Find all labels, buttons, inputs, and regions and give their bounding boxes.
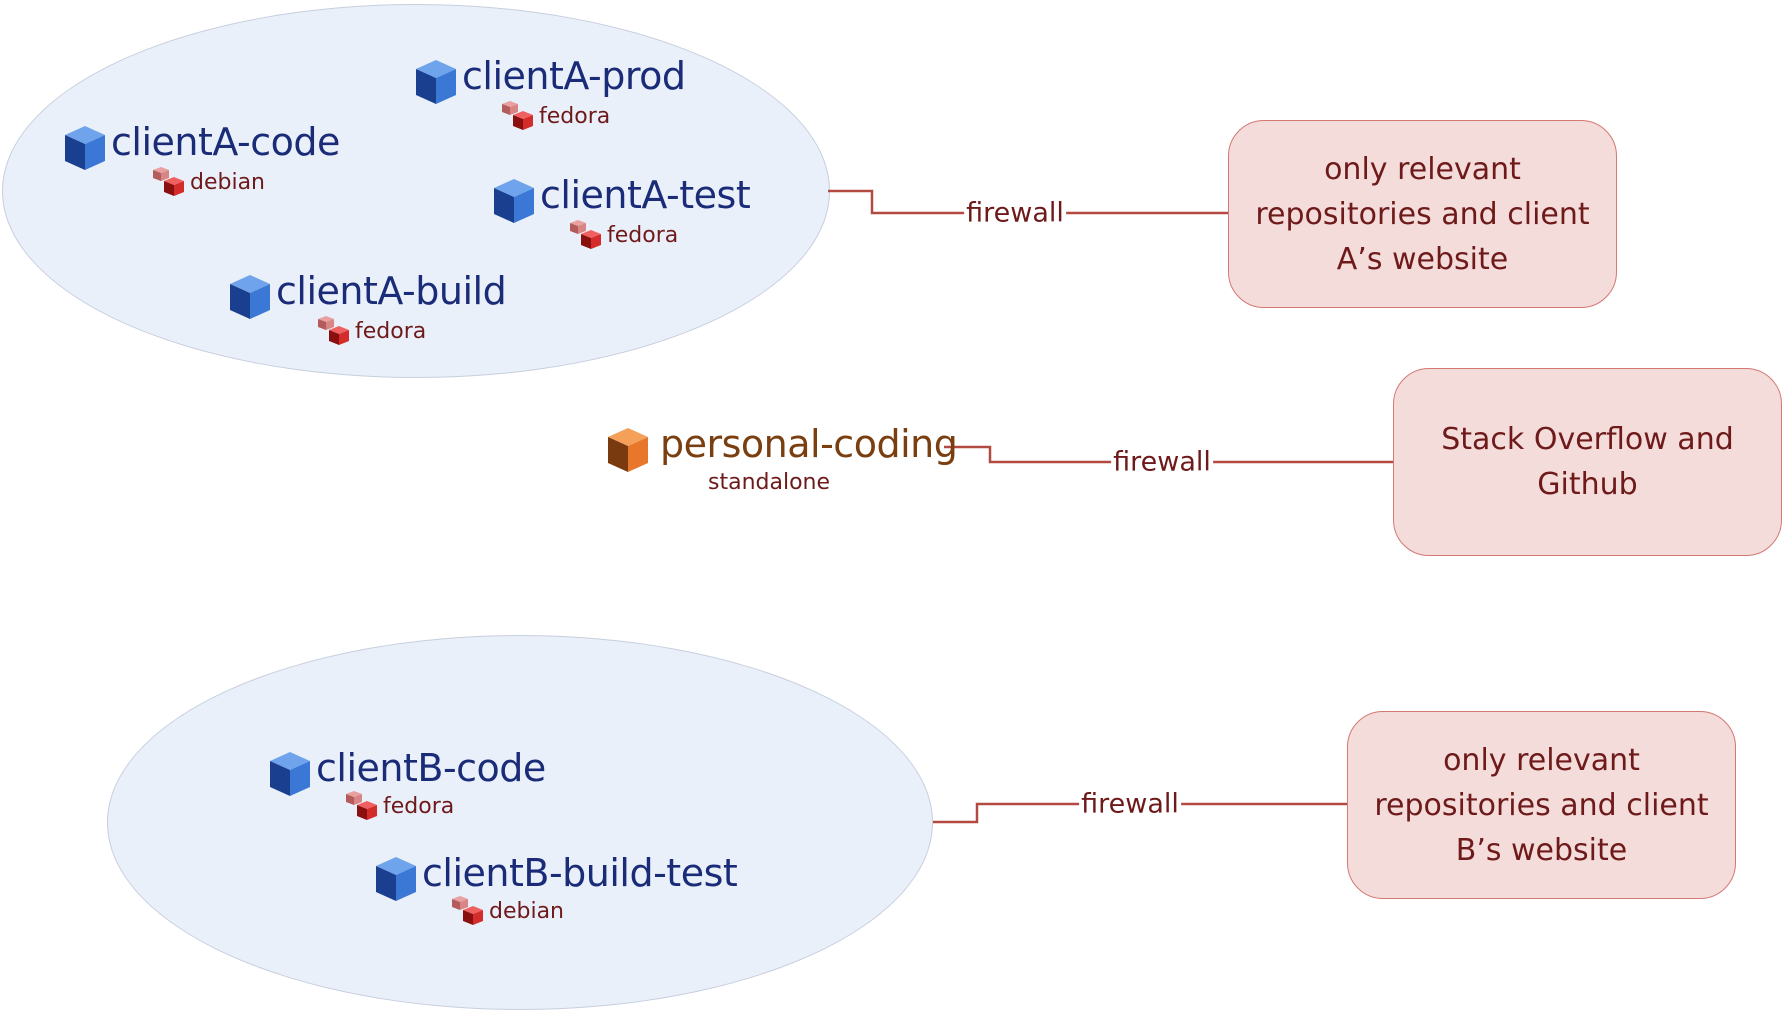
cube-icon bbox=[230, 275, 270, 319]
qube-name: clientA-test bbox=[540, 173, 751, 217]
template-name: fedora bbox=[383, 794, 455, 819]
template-label: fedora bbox=[346, 791, 455, 820]
template-cubes-icon bbox=[346, 791, 377, 820]
qube-name: clientA-prod bbox=[462, 54, 686, 98]
template-name: fedora bbox=[607, 223, 679, 248]
client-b-destination-text: only relevant repositories and client B’… bbox=[1374, 742, 1709, 868]
template-label: fedora bbox=[502, 101, 611, 130]
template-cubes-icon bbox=[452, 896, 483, 925]
client-b-destination: only relevant repositories and client B’… bbox=[1347, 711, 1736, 899]
template-name: fedora bbox=[355, 319, 427, 344]
cube-icon bbox=[608, 428, 648, 472]
template-name: debian bbox=[190, 170, 266, 195]
template-name: debian bbox=[489, 899, 565, 924]
template-cubes-icon bbox=[502, 101, 533, 130]
template-label: fedora bbox=[570, 220, 679, 249]
template-cubes-icon bbox=[570, 220, 601, 249]
cube-icon bbox=[376, 857, 416, 901]
template-name: fedora bbox=[539, 104, 611, 129]
personal-destination-text: Stack Overflow and Github bbox=[1441, 422, 1734, 502]
qube-name: clientB-build-test bbox=[422, 851, 738, 895]
client-b-firewall-label: firewall bbox=[1079, 788, 1181, 820]
template-cubes-icon bbox=[153, 167, 184, 196]
client-b-group bbox=[107, 635, 933, 1010]
template-label: standalone bbox=[708, 470, 830, 495]
personal-firewall-label: firewall bbox=[1111, 446, 1213, 478]
qube-name: clientB-code bbox=[316, 746, 546, 790]
template-label: debian bbox=[452, 896, 565, 925]
cube-icon bbox=[416, 60, 456, 104]
template-cubes-icon bbox=[318, 316, 349, 345]
template-label: fedora bbox=[318, 316, 427, 345]
cube-icon bbox=[270, 752, 310, 796]
template-name: standalone bbox=[708, 470, 831, 495]
template-label: debian bbox=[153, 167, 266, 196]
cube-icon bbox=[494, 179, 534, 223]
cube-icon bbox=[65, 126, 105, 170]
qube-name: personal-coding bbox=[660, 422, 958, 466]
client-a-group bbox=[2, 4, 830, 378]
qube-name: clientA-code bbox=[111, 120, 340, 164]
client-a-destination-text: only relevant repositories and client A’… bbox=[1255, 151, 1590, 277]
qube-name: clientA-build bbox=[276, 269, 507, 313]
client-a-firewall-label: firewall bbox=[964, 197, 1066, 229]
client-a-destination: only relevant repositories and client A’… bbox=[1228, 120, 1617, 308]
personal-destination: Stack Overflow and Github bbox=[1393, 368, 1782, 556]
